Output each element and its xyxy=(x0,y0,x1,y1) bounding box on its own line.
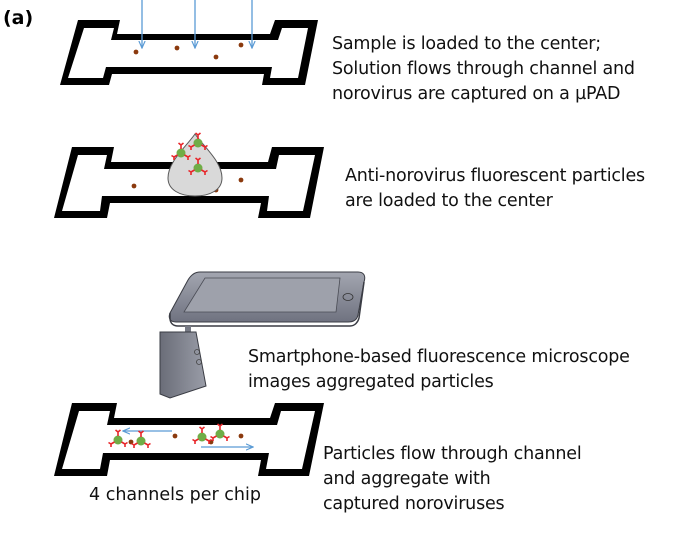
step2-caption: Anti-norovirus fluorescent particles are… xyxy=(345,164,645,214)
caption-line: Anti-norovirus fluorescent particles xyxy=(345,166,645,186)
step3-caption: Smartphone-based fluorescence microscope… xyxy=(248,345,630,395)
caption-line: captured noroviruses xyxy=(323,494,505,514)
channel-outline xyxy=(54,403,324,476)
flow-arrows-down xyxy=(142,0,252,48)
caption-line: Smartphone-based fluorescence microscope xyxy=(248,347,630,367)
aggregated-particles xyxy=(107,423,231,449)
norovirus-dots xyxy=(133,42,244,60)
caption-line: are loaded to the center xyxy=(345,191,553,211)
channel-outline xyxy=(54,147,324,218)
norovirus-dots xyxy=(128,433,244,445)
chip-step2 xyxy=(54,132,324,218)
caption-line: and aggregate with xyxy=(323,469,491,489)
caption-line: images aggregated particles xyxy=(248,372,494,392)
step1-caption: Sample is loaded to the center; Solution… xyxy=(332,32,635,107)
channel-outline xyxy=(60,20,318,85)
flow-arrows-horizontal xyxy=(123,431,253,447)
caption-line: norovirus are captured on a µPAD xyxy=(332,84,621,104)
microscope-attachment-icon xyxy=(159,331,207,399)
chip-step1 xyxy=(60,0,318,85)
smartphone-microscope xyxy=(159,271,366,399)
step4-caption: Particles flow through channel and aggre… xyxy=(323,442,582,517)
chip-note: 4 channels per chip xyxy=(89,485,261,505)
panel-label: (a) xyxy=(3,7,34,29)
caption-line: Particles flow through channel xyxy=(323,444,582,464)
home-button xyxy=(342,293,354,301)
chip-step4 xyxy=(54,403,324,476)
caption-line: Solution flows through channel and xyxy=(332,59,635,79)
caption-line: Sample is loaded to the center; xyxy=(332,34,601,54)
